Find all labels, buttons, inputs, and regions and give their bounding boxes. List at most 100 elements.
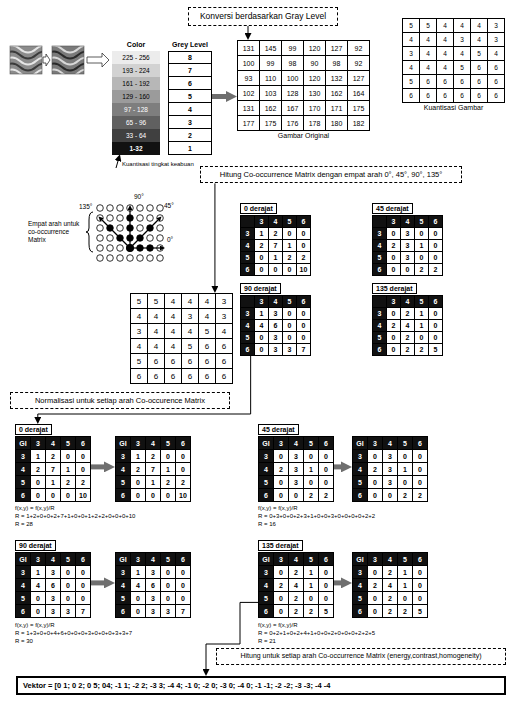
count-cell: 2 — [274, 579, 288, 591]
count-cell: 0 — [413, 579, 427, 591]
table-cell: 93 — [238, 71, 259, 85]
header-cell: 3 — [131, 437, 145, 449]
table-cell: 6 — [403, 89, 419, 102]
header-cell: 3 — [259, 450, 273, 462]
grey-level-cell: 6 — [168, 76, 212, 90]
corner-cell — [241, 216, 254, 227]
count-cell: 0 — [429, 252, 442, 263]
header-cell: 4 — [353, 579, 367, 591]
normalized-matrix: GI345630300423105030060022 — [352, 436, 428, 502]
matrix-heading: 90 derajat — [15, 540, 56, 551]
table-cell: 4 — [148, 324, 164, 338]
table-cell: 5 — [182, 339, 198, 353]
count-cell: 3 — [269, 344, 282, 355]
table-cell: 4 — [148, 309, 164, 323]
matrix-heading: 45 derajat — [258, 424, 299, 435]
count-cell: 3 — [269, 332, 282, 343]
grey-level-cell: 5 — [168, 89, 212, 103]
table-cell: 5 — [148, 294, 164, 308]
table-cell: 102 — [238, 86, 259, 100]
formula-text: R = 1+2+0+0+2+7+1+0+0+1+2+2+0+0+0+10 — [15, 513, 135, 521]
image-border — [10, 46, 42, 74]
matrix-grid: 345630210424105020060225 — [372, 295, 443, 356]
count-cell: 0 — [176, 579, 190, 591]
grey-level-cell: 3 — [168, 115, 212, 129]
count-cell: 0 — [161, 579, 175, 591]
count-cell: 1 — [61, 463, 75, 475]
header-cell: 5 — [16, 476, 30, 488]
header-cell: 3 — [387, 216, 400, 227]
table-cell: 162 — [326, 86, 347, 100]
count-cell: 7 — [269, 240, 282, 251]
count-cell: 0 — [131, 605, 145, 617]
table-cell: 175 — [348, 101, 369, 115]
count-cell: 1 — [415, 308, 428, 319]
header-cell: 4 — [116, 463, 130, 475]
block-arrow — [334, 580, 341, 585]
color-range-cell: 97 - 128 — [112, 103, 160, 116]
table-cell: 4 — [182, 324, 198, 338]
table-cell: 6 — [148, 354, 164, 368]
header-cell: 5 — [353, 592, 367, 604]
count-cell: 2 — [401, 332, 414, 343]
table-cell: 100 — [282, 71, 303, 85]
table-cell: 6 — [437, 75, 453, 88]
count-cell: 3 — [289, 463, 303, 475]
header-cell: 3 — [274, 437, 288, 449]
count-cell: 0 — [415, 252, 428, 263]
table-cell: 4 — [165, 324, 181, 338]
count-cell: 0 — [61, 566, 75, 578]
table-cell: 4 — [131, 309, 147, 323]
table-cell: 6 — [471, 89, 487, 102]
matrix-heading: 0 derajat — [15, 424, 52, 435]
color-range-cell: 193 - 224 — [112, 64, 160, 77]
count-cell: 2 — [398, 489, 412, 501]
step-text: Hitung untuk setiap arah Co-occurrence M… — [222, 652, 500, 661]
header-cell: 4 — [46, 437, 60, 449]
formula-text: R = 16 — [258, 521, 276, 529]
count-cell: 0 — [46, 489, 60, 501]
count-cell: 0 — [304, 450, 318, 462]
table-cell: 100 — [238, 56, 259, 70]
header-cell: 4 — [383, 553, 397, 565]
header-cell: 4 — [241, 240, 254, 251]
count-cell: 0 — [387, 252, 400, 263]
header-cell: 3 — [31, 553, 45, 565]
count-cell: 2 — [131, 463, 145, 475]
table-cell: 176 — [282, 116, 303, 130]
count-cell: 1 — [304, 463, 318, 475]
count-cell: 1 — [398, 566, 412, 578]
count-cell: 0 — [76, 592, 90, 604]
header-cell: 3 — [368, 437, 382, 449]
count-cell: 0 — [274, 605, 288, 617]
table-caption: Kuantisasi Gambar — [402, 104, 505, 111]
table-cell: 131 — [238, 101, 259, 115]
count-cell: 2 — [383, 566, 397, 578]
table-cell: 162 — [260, 101, 281, 115]
count-cell: 2 — [415, 264, 428, 275]
count-cell: 2 — [398, 605, 412, 617]
count-cell: 0 — [368, 605, 382, 617]
matrix-grid: GI345631300446005030060337 — [15, 552, 91, 618]
count-cell: 0 — [289, 489, 303, 501]
count-cell: 2 — [319, 489, 333, 501]
cooccurrence-matrix: 45 derajat345630300423105030060022 — [372, 203, 443, 276]
count-cell: 0 — [131, 489, 145, 501]
header-cell: 4 — [383, 437, 397, 449]
header-cell: 5 — [16, 592, 30, 604]
leader-line — [116, 161, 118, 168]
table-cell: 4 — [437, 33, 453, 46]
header-cell: 3 — [368, 553, 382, 565]
formula-text: R = 0+3+0+0+2+3+1+0+0+3+0+0+0+0+2+2 — [258, 513, 375, 521]
count-cell: 4 — [401, 320, 414, 331]
table-cell: 5 — [454, 61, 470, 74]
header-cell: GI — [116, 553, 130, 565]
table-cell: 92 — [348, 56, 369, 70]
table-cell: 5 — [199, 324, 215, 338]
color-range-cell: 65 - 96 — [112, 116, 160, 129]
header-cell: 3 — [353, 566, 367, 578]
formula-text: R = 30 — [15, 638, 33, 646]
block-arrow — [212, 94, 226, 99]
count-cell: 0 — [283, 264, 296, 275]
table-cell: 6 — [165, 369, 181, 383]
